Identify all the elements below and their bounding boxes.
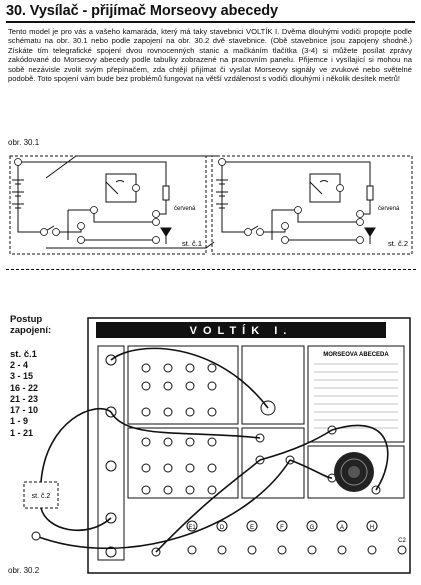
morse-table [307,345,405,443]
section-divider [6,269,416,270]
figure1-caption: obr. 30.1 [8,138,40,147]
relay-block [241,427,305,499]
bottom-letter-3: E [250,525,254,531]
procedure-step: 21 - 23 [10,393,39,404]
page-header: 30. Vysílač - přijímač Morseovy abecedy [0,0,421,24]
morse-table-title: MORSEOVA ABECEDA [323,352,389,358]
procedure-title-1: Postup [10,314,43,325]
led-label-right: červená [378,206,400,212]
bottom-letter-5: G [310,525,315,531]
station1-frame [9,155,207,255]
figure1-schematic: červená červená st. č.1 st. č.2 [9,155,413,255]
figure2-panel-wiring: VOLTÍK I. MORSEOVA ABECEDA [23,317,411,574]
procedure-step: 1 - 9 [10,416,29,427]
bottom-letter-2: D [220,525,225,531]
panel-brand-banner [96,322,386,338]
speaker-graphic [334,452,374,492]
bottom-letter-1: E1 [188,525,196,531]
procedure-station: st. č.1 [10,349,37,360]
left-strip [97,345,125,561]
station2-label: st. č.2 [388,239,408,248]
procedure-title-2: zapojení: [10,325,52,336]
bottom-letter-6: A [340,525,344,531]
station2-buzzer [309,173,341,203]
station2-frame [211,155,413,255]
bottom-letter-8: C2 [398,538,406,544]
procedure-list: Postup zapojení: st. č.1 2 - 4 3 - 15 16… [10,314,51,439]
panel-brand: VOLTÍK I. [190,324,293,337]
bottom-letter-7: H [370,525,374,531]
resistor-block [241,345,305,425]
procedure-step: 1 - 21 [10,427,34,438]
remote-station-label: st. č.2 [32,493,51,500]
title-underline [6,21,415,23]
figure2-caption: obr. 30.2 [8,566,40,575]
bottom-letter-4: F [280,525,284,531]
page-title: 30. Vysílač - přijímač Morseovy abecedy [6,3,279,19]
led-label-left: červená [174,206,196,212]
intro-paragraph: Tento model je pro vás a vašeho kamaráda… [8,27,412,84]
procedure-step: 2 - 4 [10,360,29,370]
procedure-step: 16 - 22 [10,382,39,393]
procedure-step: 17 - 10 [10,405,39,416]
station1-label: st. č.1 [182,239,202,248]
station1-buzzer [105,173,137,203]
procedure-step: 3 - 15 [10,371,34,382]
